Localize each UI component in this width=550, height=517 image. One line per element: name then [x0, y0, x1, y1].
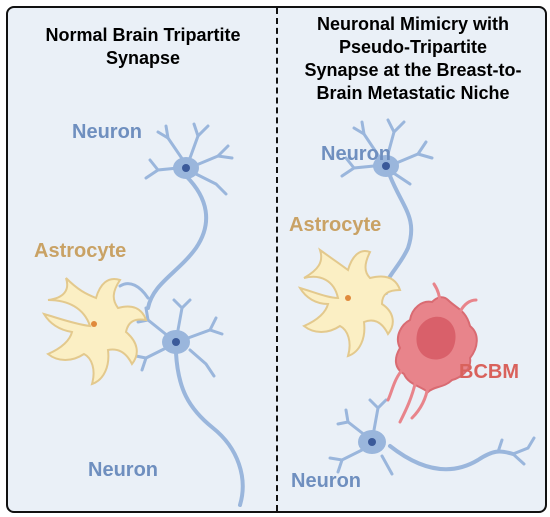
right-panel-title: Neuronal Mimicry with Pseudo-Tripartite … [304, 14, 522, 103]
left-neuron-top-label: Neuron [72, 121, 142, 143]
right-bottom-neuron-soma [358, 430, 386, 454]
left-astrocyte-label: Astrocyte [34, 240, 127, 262]
left-neuron-bottom-label: Neuron [88, 459, 158, 481]
right-neuron-top-label: Neuron [321, 143, 391, 165]
right-neuron-bottom-label: Neuron [291, 470, 361, 492]
right-top-neuron-dendrites [340, 118, 434, 186]
left-bottom-neuron-soma [162, 330, 190, 354]
left-bottom-neuron-axon [174, 351, 245, 507]
right-top-neuron-soma [373, 155, 399, 177]
right-astrocyte-label: Astrocyte [289, 214, 382, 236]
illustration-canvas [41, 118, 536, 507]
left-top-neuron-soma [173, 157, 199, 179]
left-top-neuron-dendrites [144, 122, 234, 196]
left-bottom-neuron-dendrites [134, 298, 224, 378]
left-top-neuron-axon [146, 174, 209, 310]
right-astrocyte [297, 247, 402, 358]
left-panel-title: Normal Brain Tripartite Synapse [45, 25, 241, 68]
bcbm-label: BCBM [459, 361, 519, 383]
bcbm-tumor-cell [386, 282, 478, 424]
right-bottom-neuron-axon [388, 444, 515, 472]
left-astrocyte-contact [118, 282, 150, 300]
panel-divider [276, 8, 278, 511]
right-bottom-neuron-dendrites [328, 398, 536, 476]
figure-frame: Normal Brain Tripartite Synapse Neuronal… [6, 6, 547, 513]
left-astrocyte [41, 277, 148, 386]
right-top-neuron-axon [383, 174, 414, 295]
